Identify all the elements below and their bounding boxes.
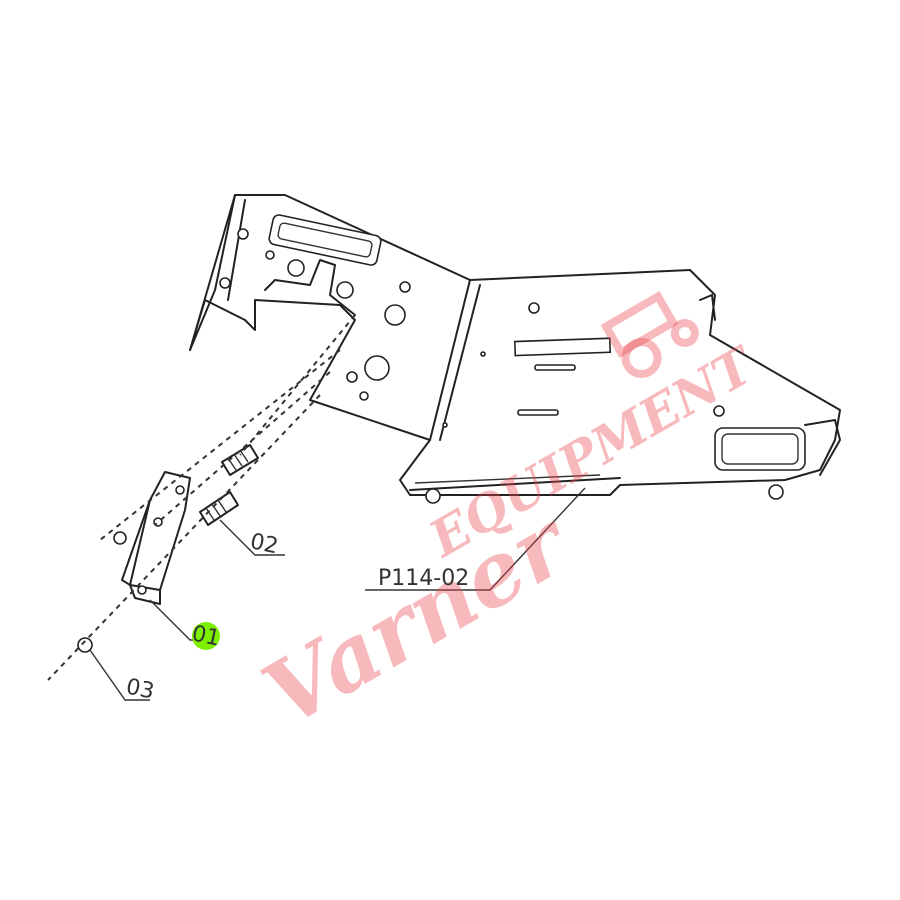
brand-watermark: Varner EQUIPMENT <box>246 334 767 747</box>
watermark-brand-script: Varner <box>246 489 589 747</box>
assembly-label: P114-02 <box>378 566 469 591</box>
callout-label-02: 02 <box>248 529 281 559</box>
callout-03: 03 <box>124 674 157 704</box>
callout-01-highlight <box>192 622 220 650</box>
nuts-part-03 <box>77 531 127 653</box>
small-bracket-part-01 <box>121 471 191 605</box>
callout-assembly: P114-02 <box>378 566 469 591</box>
main-bracket <box>189 194 841 504</box>
tractor-icon <box>600 291 699 378</box>
callout-label-03: 03 <box>124 674 157 704</box>
callout-label-01: 01 <box>190 621 223 651</box>
callout-02: 02 <box>248 529 281 559</box>
watermark-brand-block: EQUIPMENT <box>418 334 767 569</box>
alignment-lines <box>47 314 356 681</box>
callout-01[interactable]: 01 <box>190 621 223 651</box>
